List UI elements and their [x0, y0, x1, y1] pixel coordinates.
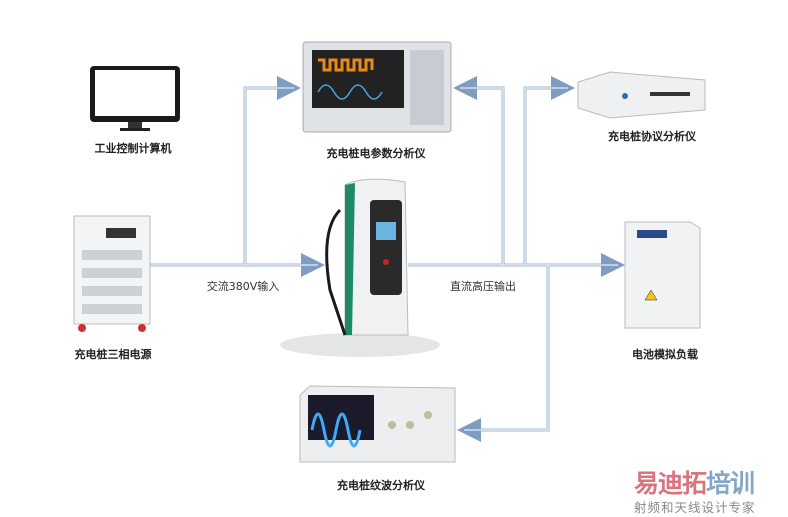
protocol-analyzer-label: 充电桩协议分析仪 — [608, 130, 696, 143]
protocol-analyzer-icon — [577, 71, 706, 119]
ac-input-label: 交流380V输入 — [206, 280, 280, 293]
ripple-analyzer-label: 充电桩纹波分析仪 — [337, 479, 425, 492]
computer-label: 工业控制计算机 — [94, 142, 172, 155]
watermark-tagline: 射频和天线设计专家 — [634, 500, 756, 515]
power-analyzer-label: 充电桩电参数分析仪 — [326, 147, 426, 160]
power-source-icon — [73, 215, 151, 332]
to-power-analyzer-line — [243, 76, 301, 265]
power-analyzer-icon — [302, 41, 452, 133]
battery-load-icon — [624, 221, 701, 329]
battery-load-label: 电池模拟负载 — [632, 348, 698, 361]
output-to-power-analyzer-line — [453, 76, 505, 265]
to-protocol-analyzer-line — [523, 76, 575, 265]
computer-monitor-icon — [90, 66, 180, 131]
oscilloscope-icon — [299, 385, 456, 463]
power-source-label: 充电桩三相电源 — [74, 348, 152, 361]
watermark-logo: 易迪拓培训 — [634, 469, 755, 498]
dc-output-label: 直流高压输出 — [450, 280, 516, 293]
charging-pile-icon — [280, 178, 440, 357]
